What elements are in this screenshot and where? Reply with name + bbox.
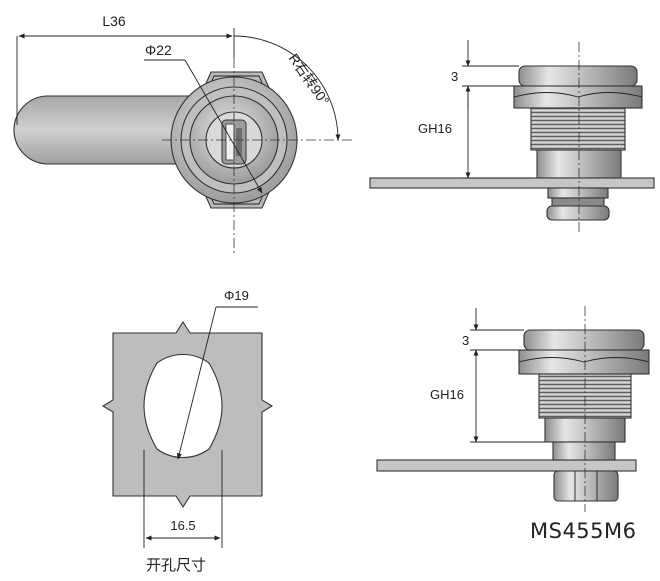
side-view-top: 3 GH16 xyxy=(369,40,655,232)
key-plug-icon xyxy=(221,119,247,165)
head-cap xyxy=(518,65,638,87)
cam-plate-bottom xyxy=(376,459,637,472)
thread-body xyxy=(530,107,626,151)
cutout-caption: 开孔尺寸 xyxy=(146,556,206,574)
cam-plate xyxy=(369,177,655,189)
dim-head-3-top: 3 xyxy=(451,69,458,84)
dim-phi19: Φ19 xyxy=(224,288,249,303)
dim-gh16-bottom: GH16 xyxy=(430,387,464,402)
side-view-bottom: 3 GH16 MS455M6 xyxy=(376,306,650,543)
model-number: MS455M6 xyxy=(530,519,637,543)
cutout-plate xyxy=(101,320,274,509)
panel-cutout: Φ19 16.5 开孔尺寸 xyxy=(101,288,274,574)
front-view: L36 Φ22 R右转90° xyxy=(13,13,355,255)
dim-16-5: 16.5 xyxy=(170,518,195,533)
dim-head-3-bottom: 3 xyxy=(462,333,469,348)
head-cap-bottom xyxy=(523,329,645,351)
dim-phi22: Φ22 xyxy=(145,42,172,58)
bottom-nut xyxy=(553,470,619,502)
dim-rotation: R右转90° xyxy=(286,51,333,109)
dim-l36: L36 xyxy=(102,13,126,29)
cam-arm xyxy=(13,95,201,165)
dim-gh16-top: GH16 xyxy=(418,121,452,136)
